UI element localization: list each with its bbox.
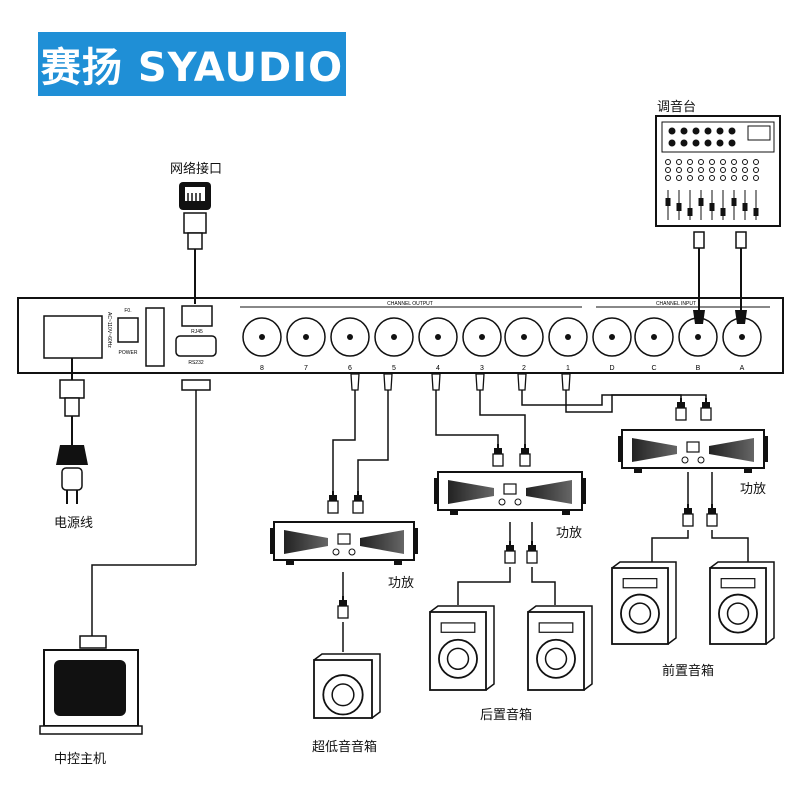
xlr-jack-D: [592, 317, 632, 357]
channel-input-label: CHANNEL INPUT: [656, 301, 696, 307]
subwoofer-label: 超低音音箱: [312, 740, 378, 755]
fuse-label: F0.: [124, 308, 131, 314]
rear-speakers-label: 后置音箱: [480, 708, 533, 723]
fuse-holder: [145, 307, 165, 367]
rj45-port: [181, 305, 213, 327]
network-port-label: 网络接口: [170, 162, 223, 177]
spec-label: AC~110V~60Hz: [106, 312, 112, 348]
xlr-jack-2: [504, 317, 544, 357]
amp-label: 功放: [740, 482, 767, 497]
channel-label: 2: [522, 365, 526, 372]
mixer-label: 调音台: [657, 100, 697, 115]
amplifier: [618, 429, 768, 473]
xlr-jack-8: [242, 317, 282, 357]
amp-label: 功放: [556, 526, 583, 541]
mixer-console: [655, 115, 781, 227]
front-speakers-label: 前置音箱: [662, 664, 715, 679]
network-connector: [179, 182, 211, 304]
xlr-jack-7: [286, 317, 326, 357]
channel-label: 3: [480, 365, 484, 372]
mixer-cables: [693, 231, 747, 324]
speaker-cables: [342, 472, 749, 652]
rs232-port: [175, 335, 217, 357]
channel-label: 1: [566, 365, 570, 372]
channel-label: C: [651, 365, 656, 372]
rear-speaker-left: [429, 605, 495, 691]
channel-label: 6: [348, 365, 352, 372]
power-inlet: [43, 315, 103, 359]
power-cable-label: 电源线: [54, 516, 94, 531]
amplifier: [434, 471, 586, 515]
channel-label: 7: [304, 365, 308, 372]
rj45-label: RJ45: [191, 329, 203, 335]
power-cable-plug: [56, 358, 88, 504]
xlr-jack-4: [418, 317, 458, 357]
front-speaker-right: [709, 561, 775, 645]
channel-label: B: [696, 365, 701, 372]
xlr-jack-1: [548, 317, 588, 357]
rs232-label: RS232: [188, 360, 204, 366]
power-switch: [117, 317, 139, 343]
channel-label: 4: [436, 365, 440, 372]
power-label: POWER: [119, 350, 138, 356]
xlr-jack-C: [634, 317, 674, 357]
channel-label: D: [609, 365, 614, 372]
xlr-jack-3: [462, 317, 502, 357]
rear-speaker-right: [527, 605, 593, 691]
front-speaker-left: [611, 561, 677, 645]
processor-rear-panel: [17, 297, 784, 374]
channel-label: 8: [260, 365, 264, 372]
brand-banner: 赛扬 SYAUDIO: [38, 32, 346, 96]
xlr-jack-6: [330, 317, 370, 357]
channel-label: 5: [392, 365, 396, 372]
xlr-jack-5: [374, 317, 414, 357]
output-cables: [332, 390, 707, 495]
channel-output-label: CHANNEL OUTPUT: [387, 301, 433, 307]
central-control-label: 中控主机: [54, 752, 107, 767]
channel-label: A: [740, 365, 745, 372]
amp-label: 功放: [388, 576, 415, 591]
subwoofer-speaker: [313, 653, 381, 719]
brand-title: 赛扬 SYAUDIO: [40, 45, 344, 91]
central-control-monitor: [39, 649, 143, 735]
amplifier: [270, 521, 418, 565]
rs232-cable: [79, 379, 211, 649]
